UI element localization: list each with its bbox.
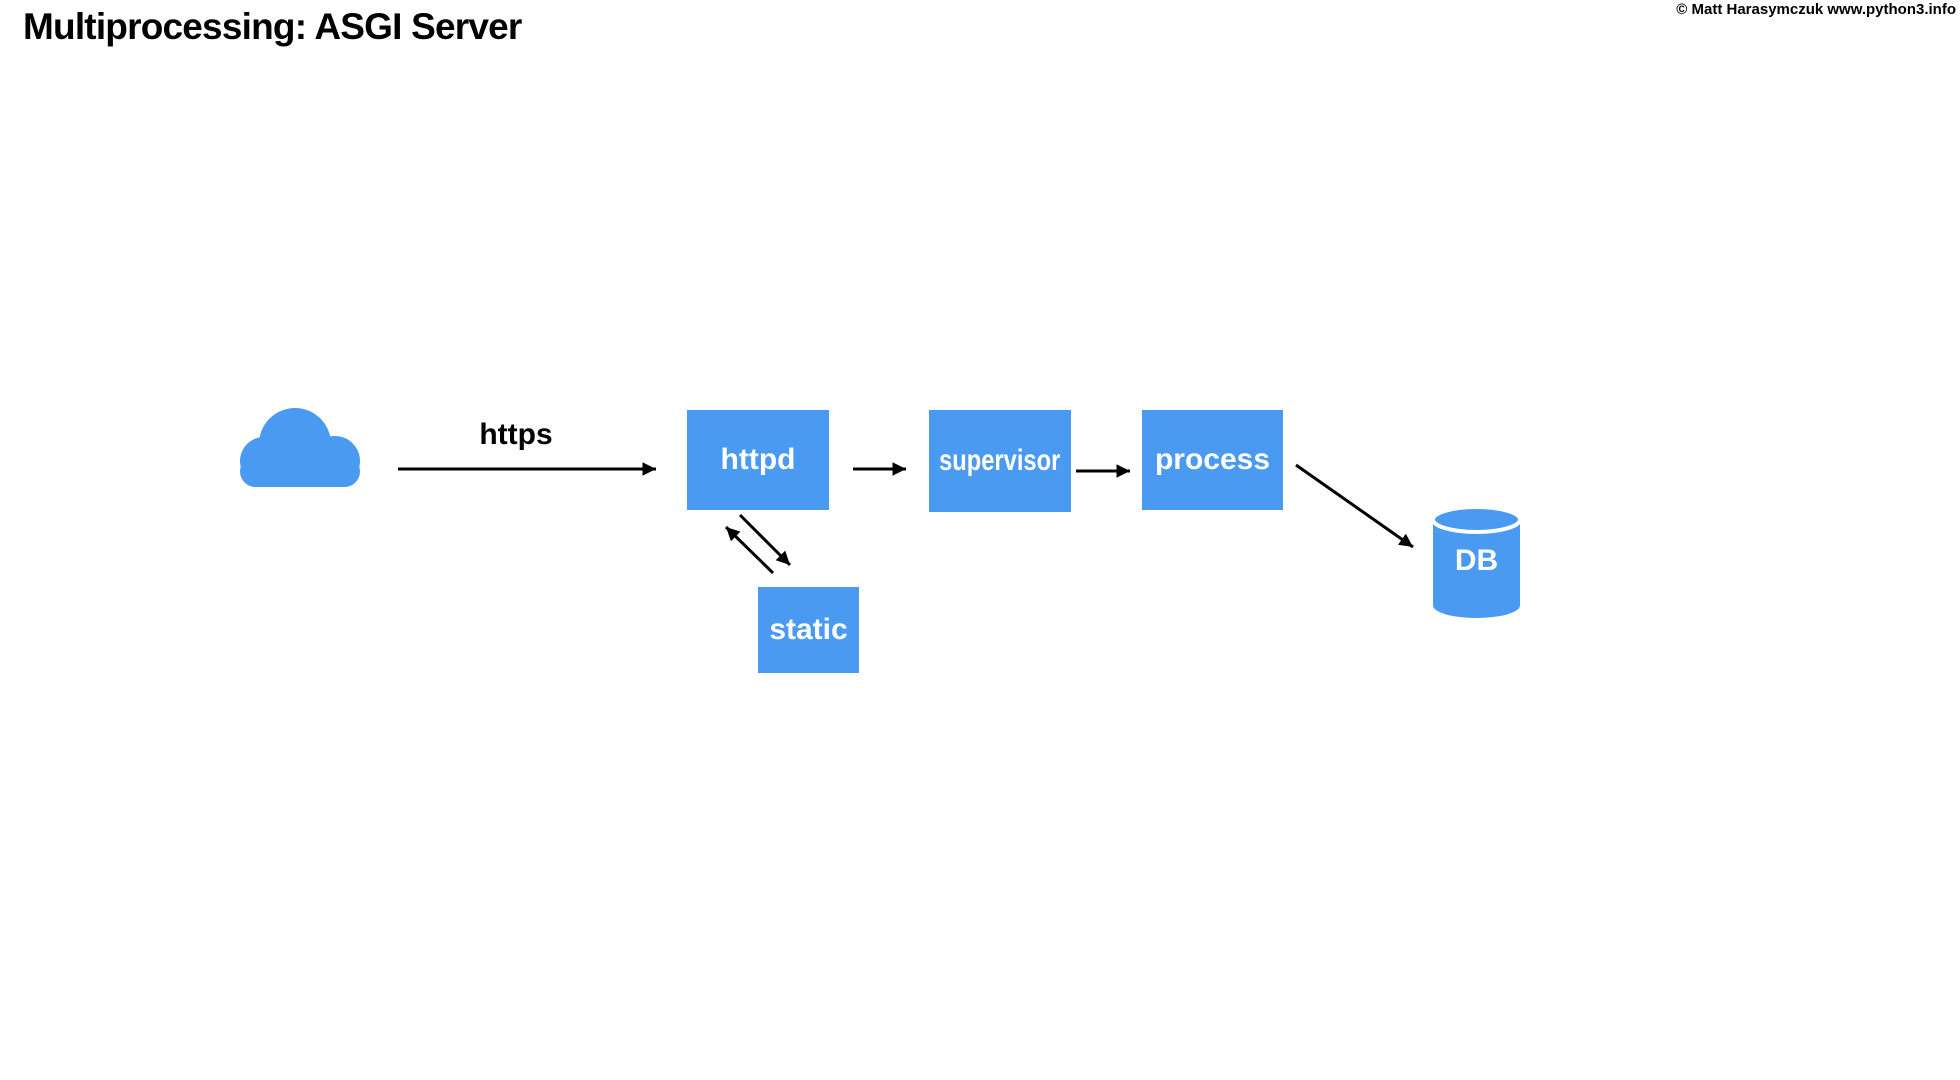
node-static-label: static (769, 613, 848, 646)
node-supervisor: supervisor (929, 410, 1071, 512)
node-process-label: process (1154, 443, 1271, 476)
node-db-label: DB (1454, 544, 1499, 577)
edge-httpd-static (738, 513, 792, 567)
edge-static-httpd (724, 525, 775, 575)
node-cloud (240, 408, 360, 488)
database-cylinder-icon (1431, 505, 1522, 618)
node-db: DB (1431, 505, 1522, 620)
copyright-notice: © Matt Harasymczuk www.python3.info (1676, 1, 1956, 18)
node-supervisor-label: supervisor (939, 444, 1061, 477)
node-httpd: httpd (687, 410, 829, 510)
node-process: process (1142, 410, 1283, 510)
node-httpd-label: httpd (720, 443, 796, 476)
edge-process-db (1295, 463, 1414, 549)
cloud-icon (240, 408, 360, 487)
node-static: static (758, 587, 859, 673)
edge-label-https: https (479, 418, 553, 451)
page-title: Multiprocessing: ASGI Server (23, 6, 522, 47)
